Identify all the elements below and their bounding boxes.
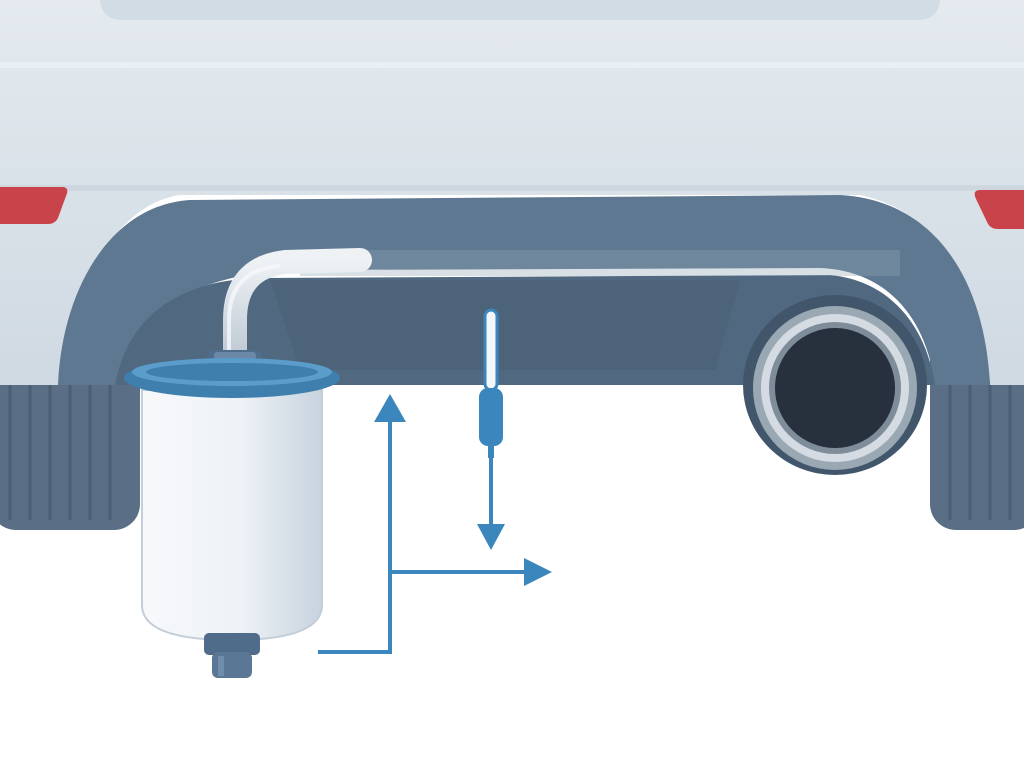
car-body [0, 0, 1024, 385]
filter-canister [141, 389, 323, 642]
body-crease [0, 62, 1024, 68]
rear-window-edge [100, 0, 940, 20]
fuel-filter-icon [124, 350, 340, 678]
diffuser-panel [270, 280, 740, 370]
tail-light-right-icon [974, 190, 1024, 229]
arrowhead-up-icon [374, 394, 406, 422]
filter-drain-nut [204, 633, 260, 655]
flow-arrow-up-icon [318, 410, 392, 654]
fuel-line-pipe [223, 248, 372, 372]
arrowhead-down-icon [477, 524, 505, 550]
rear-bumper [58, 195, 990, 385]
sensor-probe-icon [479, 308, 503, 458]
exhaust-tip-icon [743, 295, 927, 475]
flow-arrows [318, 410, 528, 654]
arrowhead-right-icon [524, 558, 552, 586]
tail-light-left-icon [0, 187, 68, 224]
